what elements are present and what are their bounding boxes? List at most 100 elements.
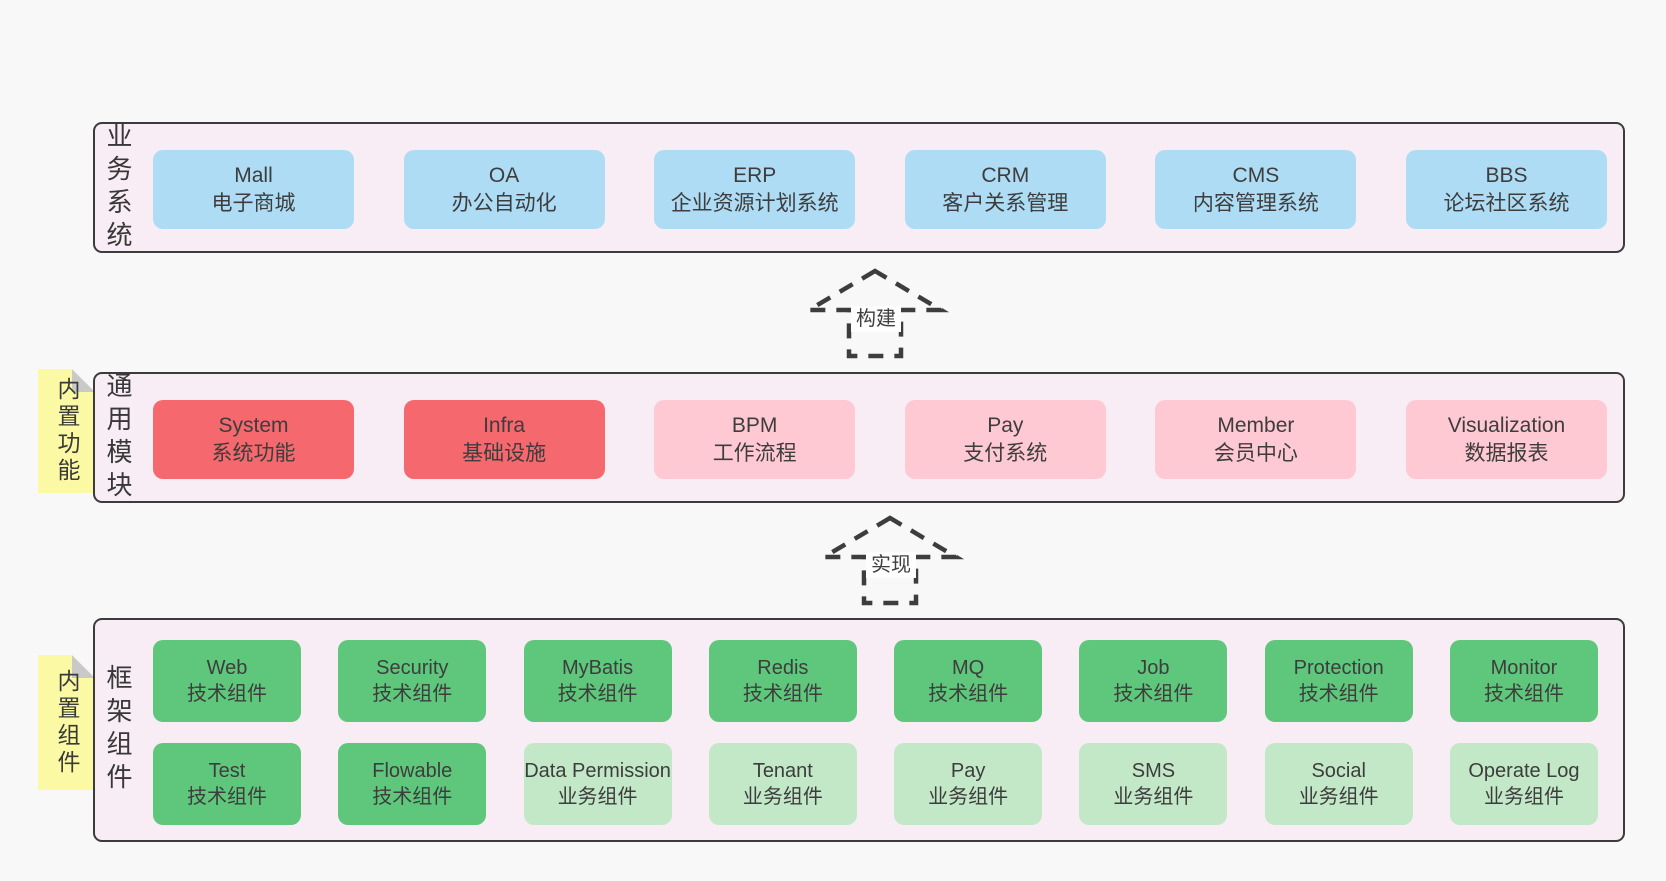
box-monitor: Monitor 技术组件 xyxy=(1449,640,1598,722)
band-business-systems: 业务系统 Mall 电子商城 OA 办公自动化 ERP 企业资源计划系统 CRM… xyxy=(93,121,1625,254)
sticky-note-builtin-components: 内置组件 xyxy=(38,655,95,790)
box-oa: OA 办公自动化 xyxy=(403,150,605,229)
implement-arrow-icon xyxy=(815,515,965,606)
box-title: Pay xyxy=(987,413,1024,437)
box-web: Web 技术组件 xyxy=(153,640,301,722)
framework-components-row-2: Test 技术组件 Flowable 技术组件 Data Permission … xyxy=(153,743,1598,825)
box-subtitle: 技术组件 xyxy=(1298,683,1379,705)
box-infra: Infra 基础设施 xyxy=(403,400,605,479)
box-subtitle: 业务组件 xyxy=(1113,786,1194,808)
sticky-note-text: 内置组件 xyxy=(54,668,80,777)
box-crm: CRM 客户关系管理 xyxy=(904,150,1106,229)
implement-arrow-label: 实现 xyxy=(866,552,916,578)
box-subtitle: 技术组件 xyxy=(928,683,1009,705)
box-redis: Redis 技术组件 xyxy=(708,640,857,722)
framework-components-row-1: Web 技术组件 Security 技术组件 MyBatis 技术组件 Redi… xyxy=(153,640,1598,722)
sticky-note-builtin-features: 内置功能 xyxy=(38,369,95,493)
box-title: Flowable xyxy=(372,760,453,782)
box-protection: Protection 技术组件 xyxy=(1264,640,1413,722)
box-subtitle: 客户关系管理 xyxy=(942,191,1069,215)
box-title: MQ xyxy=(952,657,985,679)
box-title: Pay xyxy=(950,760,986,782)
box-title: Data Permission xyxy=(524,760,671,782)
box-title: Infra xyxy=(483,413,526,437)
box-subtitle: 技术组件 xyxy=(187,786,267,808)
box-subtitle: 技术组件 xyxy=(187,683,267,705)
box-title: SMS xyxy=(1131,760,1176,782)
box-cms: CMS 内容管理系统 xyxy=(1155,150,1357,229)
box-subtitle: 技术组件 xyxy=(742,683,823,705)
box-title: Protection xyxy=(1293,657,1384,679)
box-tenant: Tenant 业务组件 xyxy=(708,743,857,825)
box-title: Tenant xyxy=(752,760,813,782)
box-title: MyBatis xyxy=(562,657,634,679)
box-title: Mall xyxy=(234,163,273,187)
box-subtitle: 技术组件 xyxy=(1483,683,1564,705)
band-label-framework-components: 框架组件 xyxy=(103,664,133,796)
box-system: System 系统功能 xyxy=(153,400,354,479)
box-subtitle: 电子商城 xyxy=(211,191,296,215)
box-title: CRM xyxy=(981,163,1030,187)
band-common-modules: 通用模块 System 系统功能 Infra 基础设施 BPM 工作流程 Pay… xyxy=(93,371,1625,504)
box-title: Operate Log xyxy=(1468,760,1580,782)
box-member: Member 会员中心 xyxy=(1155,400,1357,479)
box-title: BBS xyxy=(1485,163,1528,187)
box-title: System xyxy=(218,413,289,437)
box-operate-log: Operate Log 业务组件 xyxy=(1449,743,1598,825)
box-title: Security xyxy=(376,657,449,679)
box-social: Social 业务组件 xyxy=(1264,743,1413,825)
box-job: Job 技术组件 xyxy=(1079,640,1228,722)
common-modules-row: System 系统功能 Infra 基础设施 BPM 工作流程 Pay 支付系统… xyxy=(153,400,1607,479)
box-title: Member xyxy=(1217,413,1295,437)
sticky-note-text: 内置功能 xyxy=(54,377,80,485)
box-subtitle: 内容管理系统 xyxy=(1192,191,1319,215)
box-subtitle: 支付系统 xyxy=(963,441,1048,465)
box-title: Job xyxy=(1137,657,1170,679)
box-visualization: Visualization 数据报表 xyxy=(1405,400,1607,479)
box-mq: MQ 技术组件 xyxy=(894,640,1043,722)
box-title: OA xyxy=(488,163,520,187)
band-label-business-systems: 业务系统 xyxy=(103,121,133,254)
box-mybatis: MyBatis 技术组件 xyxy=(523,640,672,722)
box-subtitle: 技术组件 xyxy=(372,683,453,705)
box-flowable: Flowable 技术组件 xyxy=(338,743,487,825)
build-arrow-label: 构建 xyxy=(851,306,901,332)
box-subtitle: 办公自动化 xyxy=(451,191,557,215)
box-title: Visualization xyxy=(1447,413,1566,437)
box-subtitle: 基础设施 xyxy=(462,441,547,465)
box-subtitle: 系统功能 xyxy=(211,441,296,465)
band-label-common-modules: 通用模块 xyxy=(103,371,133,504)
box-title: BPM xyxy=(731,413,778,437)
box-subtitle: 技术组件 xyxy=(1113,683,1194,705)
box-pay-component: Pay 业务组件 xyxy=(894,743,1043,825)
box-subtitle: 业务组件 xyxy=(1298,786,1379,808)
box-title: Web xyxy=(206,657,248,679)
box-subtitle: 论坛社区系统 xyxy=(1443,191,1570,215)
box-subtitle: 数据报表 xyxy=(1464,441,1549,465)
box-subtitle: 会员中心 xyxy=(1213,441,1298,465)
box-erp: ERP 企业资源计划系统 xyxy=(654,150,856,229)
box-subtitle: 业务组件 xyxy=(557,786,638,808)
box-data-permission: Data Permission 业务组件 xyxy=(523,743,672,825)
box-subtitle: 业务组件 xyxy=(742,786,823,808)
box-title: CMS xyxy=(1232,163,1280,187)
box-bbs: BBS 论坛社区系统 xyxy=(1405,150,1607,229)
build-arrow-icon xyxy=(800,268,950,359)
box-bpm: BPM 工作流程 xyxy=(654,400,856,479)
box-subtitle: 业务组件 xyxy=(1483,786,1564,808)
box-title: Social xyxy=(1311,760,1366,782)
business-systems-row: Mall 电子商城 OA 办公自动化 ERP 企业资源计划系统 CRM 客户关系… xyxy=(153,150,1607,229)
box-security: Security 技术组件 xyxy=(338,640,487,722)
box-mall: Mall 电子商城 xyxy=(153,150,354,229)
box-pay-module: Pay 支付系统 xyxy=(904,400,1106,479)
box-sms: SMS 业务组件 xyxy=(1079,743,1228,825)
box-test: Test 技术组件 xyxy=(153,743,301,825)
box-subtitle: 企业资源计划系统 xyxy=(670,191,839,215)
box-title: ERP xyxy=(733,163,777,187)
band-framework-components: 框架组件 Web 技术组件 Security 技术组件 MyBatis 技术组件… xyxy=(93,618,1625,842)
box-subtitle: 技术组件 xyxy=(372,786,453,808)
box-title: Monitor xyxy=(1490,657,1558,679)
box-title: Redis xyxy=(757,657,809,679)
box-subtitle: 业务组件 xyxy=(928,786,1009,808)
